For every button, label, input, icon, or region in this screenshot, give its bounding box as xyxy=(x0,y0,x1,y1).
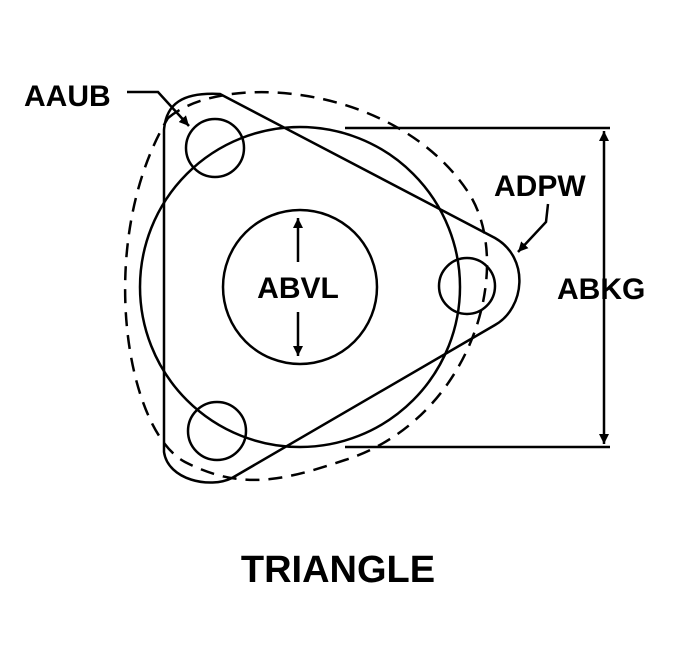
label-aaub: AAUB xyxy=(24,80,111,113)
label-adpw: ADPW xyxy=(494,170,586,203)
adpw-leader xyxy=(517,203,550,253)
label-abkg: ABKG xyxy=(557,273,645,306)
bolt-hole-right xyxy=(437,256,497,316)
diagram-title: TRIANGLE xyxy=(241,549,435,591)
bolt-hole-top xyxy=(184,117,246,179)
bolt-circle xyxy=(138,125,462,449)
dashed-envelope-outline xyxy=(123,90,489,482)
aaub-leader xyxy=(127,90,190,127)
triangle-flange-outline xyxy=(162,92,521,484)
label-abvl: ABVL xyxy=(257,272,339,305)
bolt-hole-bottom xyxy=(186,400,248,462)
center-bore xyxy=(221,208,379,366)
